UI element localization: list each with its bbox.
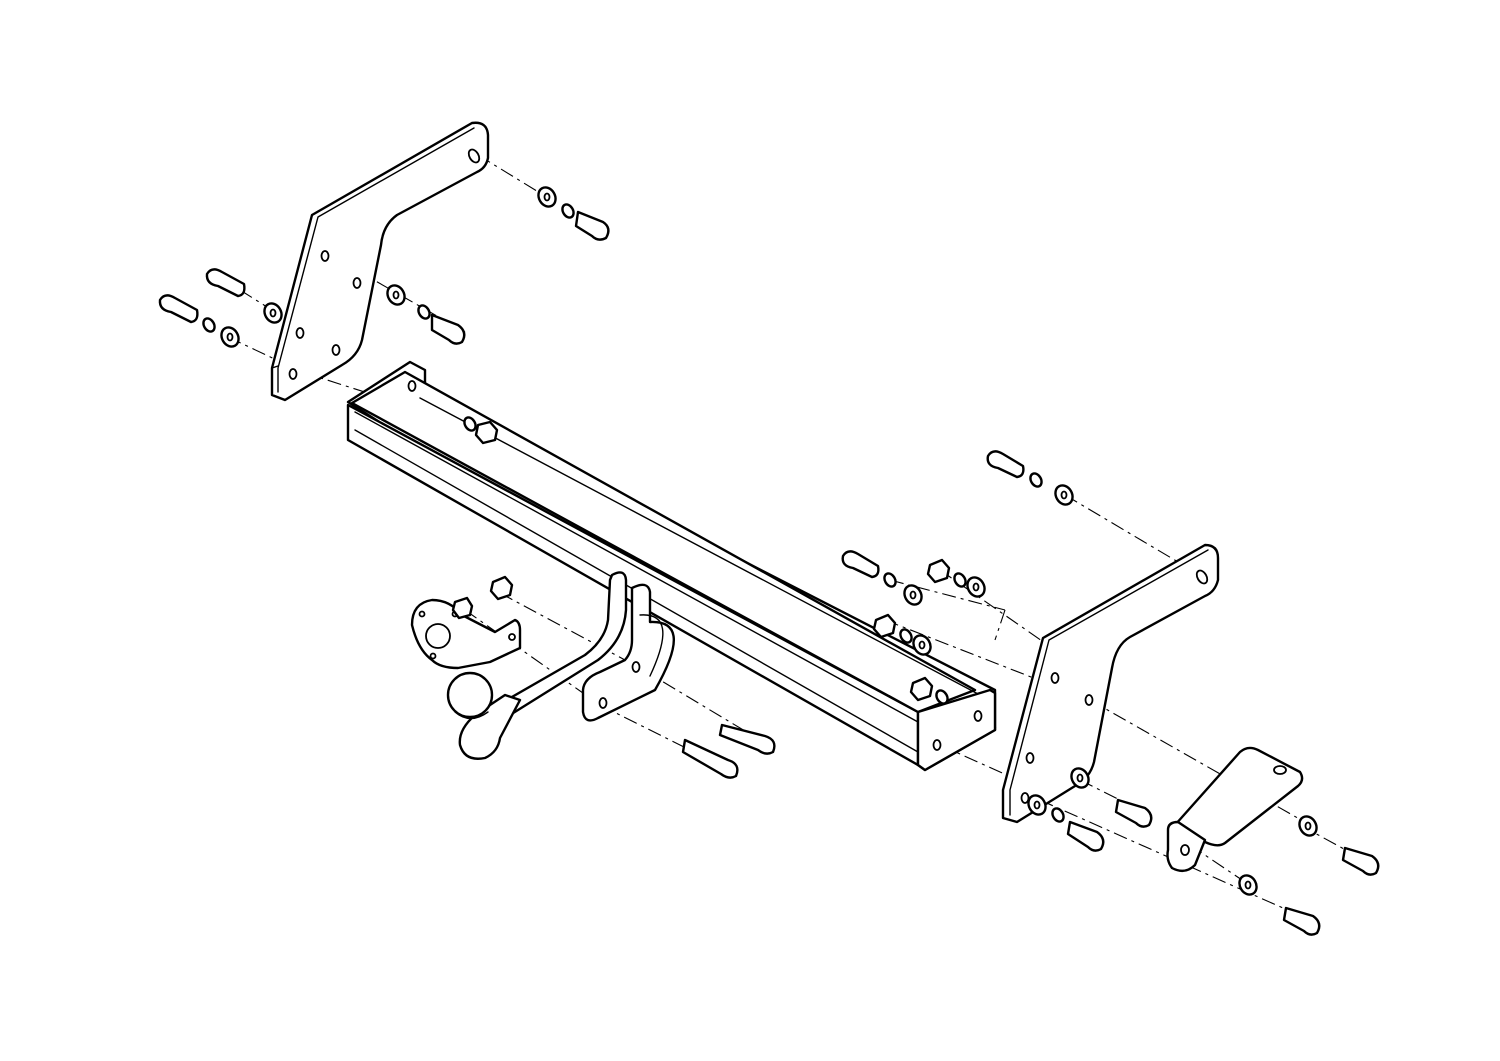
hex-bolt [574,210,610,241]
bolt-hole [1025,752,1035,764]
bolt-hole [1180,844,1190,856]
spring-washer [463,416,477,432]
hex-bolt [718,723,776,755]
bolt-hole [598,697,608,709]
spring-washer [202,317,216,333]
hex-nut [926,558,951,584]
bolt-hole [973,710,983,722]
hex-bolt [430,313,466,345]
hex-bolt [205,268,246,298]
bolt-hole [320,250,330,262]
axis-line [477,154,546,197]
bolt-hole [1084,694,1094,706]
fasteners [158,186,1380,936]
axis-line [994,609,1006,641]
spring-washer [899,628,913,644]
bolt-hole [932,739,942,751]
bolt-hole [508,633,516,641]
assembly-axes [227,154,1356,921]
spring-washer [883,572,897,588]
bolt-hole [418,610,426,618]
hex-bolt [681,738,739,779]
axis-line [464,609,601,706]
hex-bolt [1341,846,1380,876]
bolt-hole [352,277,362,289]
bolt-hole [1273,765,1287,775]
socket-plate [410,598,522,670]
spring-washer [935,689,949,705]
spring-washer [953,572,967,588]
hex-bolt [1114,798,1153,828]
spring-washer [1029,472,1043,488]
hex-nut [909,676,934,702]
bolt-hole [631,661,641,673]
bolt-hole [288,368,298,380]
hex-bolt [1066,820,1105,852]
bolt-hole [1020,792,1030,804]
bolt-hole [1050,672,1060,684]
hex-bolt [158,294,199,324]
hex-bolt [841,550,880,579]
left-mounting-bracket [270,121,490,402]
hex-bolt [986,450,1025,479]
spring-washer [561,203,575,219]
axis-line [227,336,303,373]
hex-bolt [1282,906,1321,936]
spring-washer [417,304,431,320]
right-mounting-bracket [1001,543,1220,824]
hex-nut [474,420,499,445]
bolt-hole [331,344,341,356]
axis-line [639,667,761,741]
spring-washer [1051,807,1065,823]
axis-line [939,569,1056,651]
hex-nut [872,613,897,639]
tow-ball-arm [446,571,675,760]
bolt-hole [295,327,305,339]
slot-hole [467,148,481,164]
hex-nut [489,575,514,601]
bolt-hole [407,380,417,392]
bolt-hole [429,652,437,660]
socket-hole [425,623,451,649]
hex-nut [451,596,474,620]
slot-hole [1195,569,1209,585]
main-crossbar [346,360,997,772]
right-support-strap [1166,746,1304,873]
tow-ball [446,671,494,719]
